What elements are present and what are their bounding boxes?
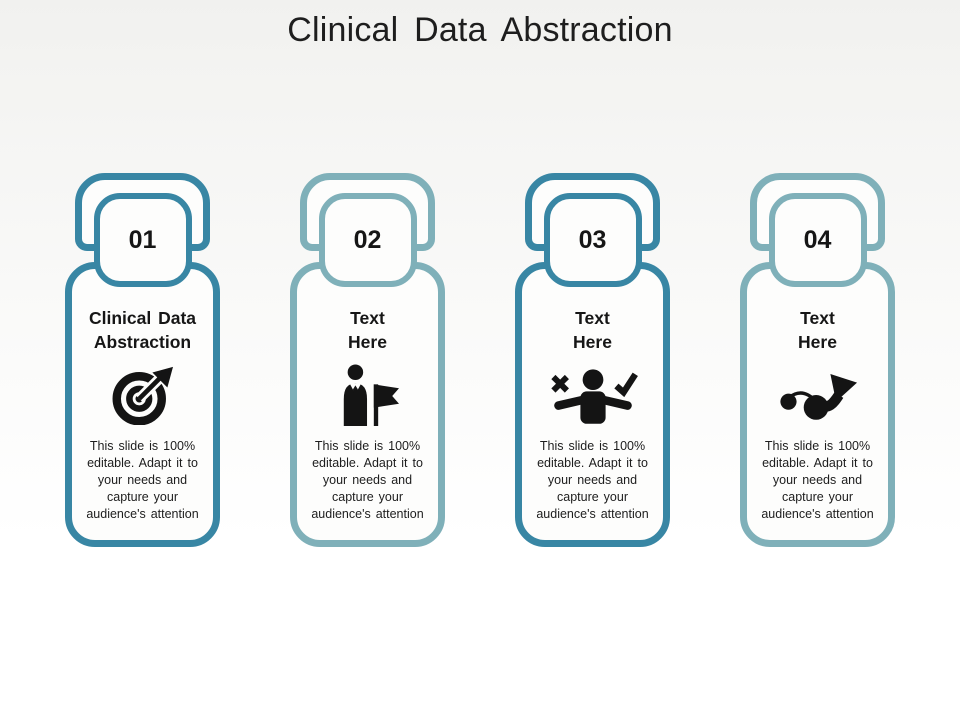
card-icon-wrap	[111, 363, 175, 427]
card-body: Text Here This slide is 100% editable. A…	[515, 262, 670, 547]
card-heading-line2: Here	[798, 332, 837, 352]
card-heading: Text Here	[798, 306, 837, 354]
card-icon-wrap	[337, 363, 399, 427]
process-card-01: Clinical Data Abstraction This slide is …	[65, 173, 220, 547]
card-heading-line1: Text	[575, 308, 610, 328]
target-arrow-icon	[112, 366, 173, 425]
card-heading-line1: Clinical Data	[88, 308, 197, 328]
card-description: This slide is 100% editable. Adapt it to…	[536, 439, 649, 521]
card-body: Clinical Data Abstraction This slide is …	[65, 262, 220, 547]
process-card-03: Text Here This slide is 100% editable. A…	[515, 173, 670, 547]
process-card-04: Text Here This slide is 100% editable. A…	[740, 173, 895, 547]
card-number-badge: 04	[768, 193, 867, 287]
card-icon-wrap	[778, 363, 858, 427]
card-body: Text Here This slide is 100% editable. A…	[740, 262, 895, 547]
process-card-02: Text Here This slide is 100% editable. A…	[290, 173, 445, 547]
trend-path-arrow-icon	[779, 374, 857, 420]
person-check-x-icon	[550, 369, 638, 424]
card-description: This slide is 100% editable. Adapt it to…	[86, 439, 199, 521]
slide-title: Clinical Data Abstraction	[287, 11, 673, 49]
man-with-flag-icon	[343, 364, 399, 426]
card-heading-line2: Here	[573, 332, 612, 352]
card-description: This slide is 100% editable. Adapt it to…	[761, 439, 874, 521]
card-heading-line2: Here	[348, 332, 387, 352]
card-icon-wrap	[548, 363, 638, 427]
card-heading: Text Here	[348, 306, 387, 354]
card-body: Text Here This slide is 100% editable. A…	[290, 262, 445, 547]
process-cards-row: Clinical Data Abstraction This slide is …	[65, 173, 895, 547]
card-heading-line2: Abstraction	[93, 332, 192, 352]
card-heading-line1: Text	[800, 308, 835, 328]
card-heading: Clinical Data Abstraction	[89, 306, 196, 354]
card-number: 01	[128, 225, 157, 254]
card-number: 03	[578, 225, 607, 254]
card-description: This slide is 100% editable. Adapt it to…	[311, 439, 424, 521]
card-number: 04	[803, 225, 832, 254]
card-number-badge: 01	[93, 193, 192, 287]
card-heading: Text Here	[573, 306, 612, 354]
card-number-badge: 03	[543, 193, 642, 287]
card-number-badge: 02	[318, 193, 417, 287]
card-heading-line1: Text	[350, 308, 385, 328]
card-number: 02	[353, 225, 382, 254]
